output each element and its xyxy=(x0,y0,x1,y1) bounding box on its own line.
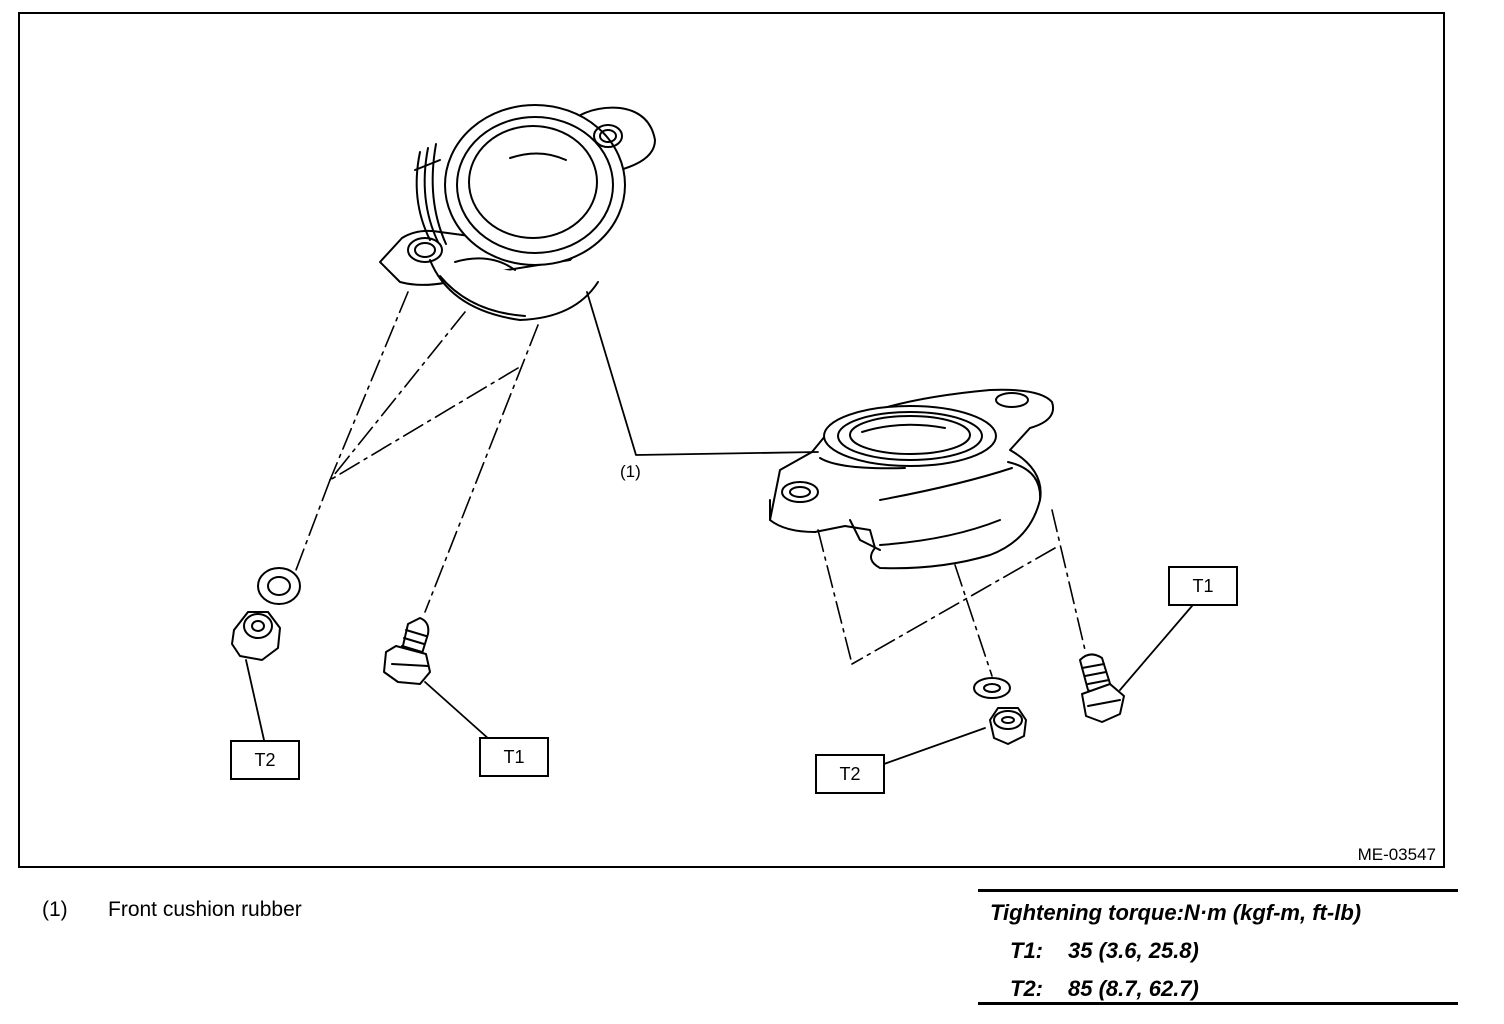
torque-spec-table: Tightening torque:N·m (kgf-m, ft-lb) T1:… xyxy=(978,889,1458,1005)
callout-t1-right: T1 xyxy=(1168,566,1238,606)
nut-lower xyxy=(989,707,1027,745)
figure-id: ME-03547 xyxy=(1357,845,1436,864)
exploded-view-diagram xyxy=(231,104,1193,765)
bolt-lower xyxy=(1079,653,1125,723)
cushion-rubber-lower xyxy=(769,388,1054,570)
torque-row-t1: T1: 35 (3.6, 25.8) xyxy=(1010,938,1199,964)
figure-frame xyxy=(18,12,1445,868)
torque-code: T1: xyxy=(1010,938,1043,963)
torque-value: 35 (3.6, 25.8) xyxy=(1068,938,1199,963)
cushion-rubber-upper xyxy=(379,104,656,321)
part-reference-label: (1) xyxy=(620,462,641,481)
legend-number: (1) xyxy=(42,898,68,921)
alignment-lines xyxy=(295,291,1086,677)
legend-text: Front cushion rubber xyxy=(108,898,302,921)
washer-upper xyxy=(257,567,301,605)
washer-lower xyxy=(973,677,1011,699)
parts-legend: (1) Front cushion rubber xyxy=(42,898,302,922)
torque-header: Tightening torque:N·m (kgf-m, ft-lb) xyxy=(990,900,1362,925)
bolt-upper xyxy=(383,617,431,685)
callout-t2-left: T2 xyxy=(230,740,300,780)
torque-code: T2: xyxy=(1010,976,1043,1001)
callout-t2-right: T2 xyxy=(815,754,885,794)
leader-lines xyxy=(245,291,1193,765)
torque-row-t2: T2: 85 (8.7, 62.7) xyxy=(1010,976,1199,1002)
torque-value: 85 (8.7, 62.7) xyxy=(1068,976,1199,1001)
callout-t1-left: T1 xyxy=(479,737,549,777)
nut-upper xyxy=(231,611,281,661)
